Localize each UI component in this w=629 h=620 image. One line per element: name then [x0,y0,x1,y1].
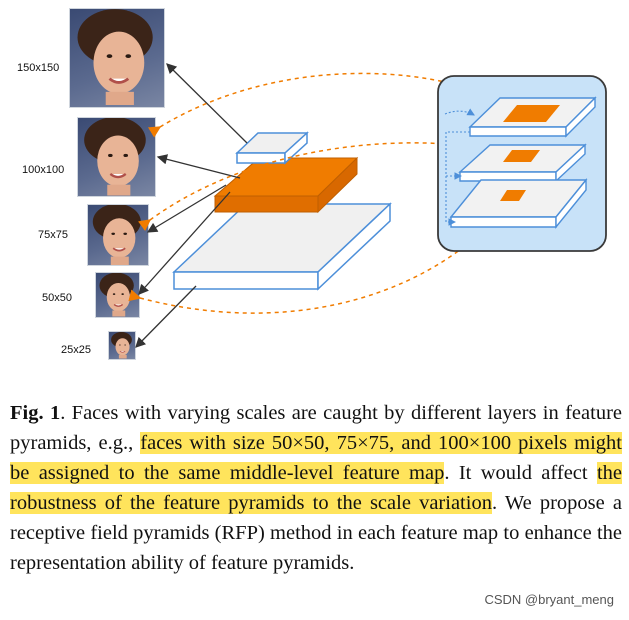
figure-caption: Fig. 1. Faces with varying scales are ca… [10,398,622,578]
caption-text: . Faces with varying scales are caught b… [10,402,622,574]
watermark: CSDN @bryant_meng [484,592,614,607]
rfp-panel [438,76,606,251]
caption-segment: . It would affect [444,462,597,484]
bottom-feature-layer [174,204,390,289]
figure-label: Fig. 1 [10,402,60,424]
pyramid-diagram [0,0,629,380]
feature-pyramid-figure: 150x150 100x100 75x75 50x50 25x25 [0,0,629,380]
